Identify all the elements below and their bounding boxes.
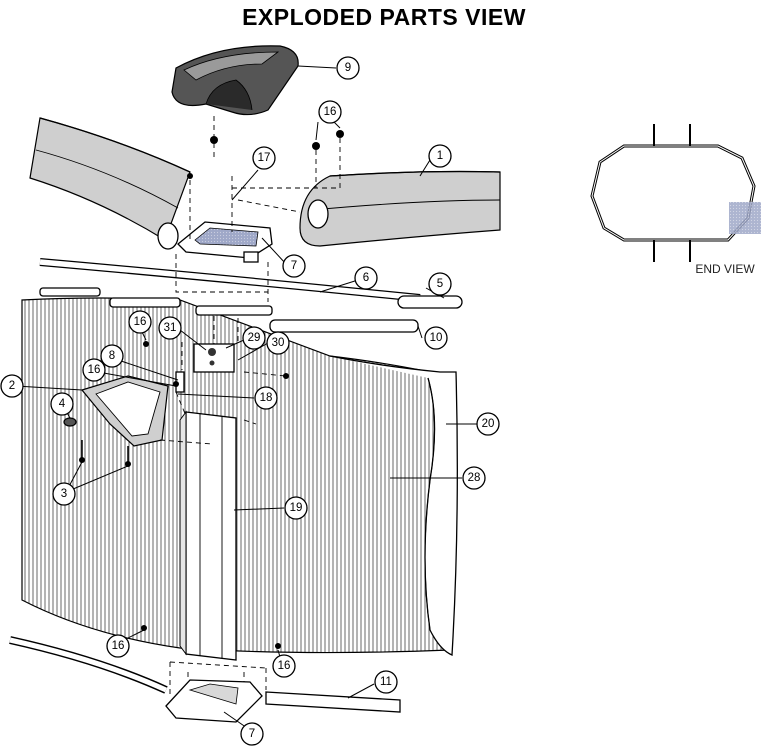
- assembly-lines: [81, 116, 341, 694]
- callout-29: 29: [242, 326, 266, 350]
- callout-8: 8: [100, 344, 124, 368]
- top-plate: [177, 221, 273, 263]
- callout-3: 3: [52, 482, 76, 506]
- callout-30: 30: [266, 331, 290, 355]
- svg-text:16: 16: [112, 640, 125, 652]
- callout-16-left: 16: [128, 310, 152, 334]
- svg-text:1: 1: [437, 150, 443, 162]
- callout-16-bottom-right: 16: [272, 654, 296, 678]
- top-cap: [171, 45, 299, 116]
- svg-text:16: 16: [134, 316, 147, 328]
- svg-text:31: 31: [164, 322, 177, 334]
- svg-text:3: 3: [61, 488, 67, 500]
- svg-text:11: 11: [380, 676, 392, 688]
- callout-4: 4: [50, 392, 74, 416]
- callout-16-top: 16: [318, 100, 342, 124]
- upright: [179, 410, 237, 661]
- svg-text:6: 6: [363, 272, 369, 284]
- svg-text:18: 18: [260, 392, 273, 404]
- stabilizer-rail-6: [39, 258, 421, 302]
- top-rail-left: [29, 117, 191, 250]
- svg-text:7: 7: [291, 260, 297, 272]
- stabilizer-rail-10: [269, 319, 419, 333]
- callout-19: 19: [284, 496, 308, 520]
- callout-16-mid: 16: [82, 358, 106, 382]
- callout-11: 11: [374, 670, 398, 694]
- svg-text:19: 19: [290, 502, 303, 514]
- callout-5: 5: [428, 272, 452, 296]
- svg-text:5: 5: [437, 278, 443, 290]
- callout-10: 10: [424, 326, 448, 350]
- svg-text:29: 29: [248, 332, 261, 344]
- callout-28: 28: [462, 466, 486, 490]
- svg-text:17: 17: [258, 152, 271, 164]
- end-view-highlight: [729, 202, 761, 234]
- callout-16-bottom-left: 16: [106, 634, 130, 658]
- bottom-rail-left: [9, 636, 168, 694]
- svg-text:28: 28: [468, 472, 481, 484]
- svg-text:8: 8: [109, 350, 115, 362]
- bolt-4: [63, 417, 77, 427]
- svg-text:2: 2: [9, 380, 15, 392]
- svg-text:20: 20: [482, 418, 495, 430]
- page-title: EXPLODED PARTS VIEW: [242, 4, 526, 30]
- callout-7-top: 7: [282, 254, 306, 278]
- stabilizer-rail-5: [397, 295, 463, 309]
- callout-9: 9: [336, 56, 360, 80]
- callout-7-bottom: 7: [240, 722, 264, 746]
- top-rail-right: [299, 170, 501, 247]
- callout-20: 20: [476, 412, 500, 436]
- svg-text:10: 10: [430, 332, 443, 344]
- svg-text:4: 4: [59, 398, 66, 410]
- bottom-plate: [165, 679, 263, 723]
- svg-text:30: 30: [272, 337, 285, 349]
- callout-18: 18: [254, 386, 278, 410]
- svg-text:16: 16: [324, 106, 337, 118]
- skimmer-bracket: [80, 371, 185, 447]
- end-view-label: END VIEW: [695, 262, 755, 276]
- callout-6: 6: [354, 266, 378, 290]
- svg-text:7: 7: [249, 728, 255, 740]
- callout-17: 17: [252, 146, 276, 170]
- callout-2: 2: [0, 374, 24, 398]
- bottom-rail-right: [265, 691, 401, 713]
- svg-text:16: 16: [278, 660, 291, 672]
- svg-text:16: 16: [88, 364, 101, 376]
- end-view-inset: [590, 124, 761, 262]
- svg-text:9: 9: [345, 62, 351, 74]
- callout-1: 1: [428, 144, 452, 168]
- screws-16: [141, 130, 344, 649]
- bottom-rail-left-upper: [39, 287, 273, 316]
- callout-31: 31: [158, 316, 182, 340]
- upright-bracket: [193, 343, 235, 373]
